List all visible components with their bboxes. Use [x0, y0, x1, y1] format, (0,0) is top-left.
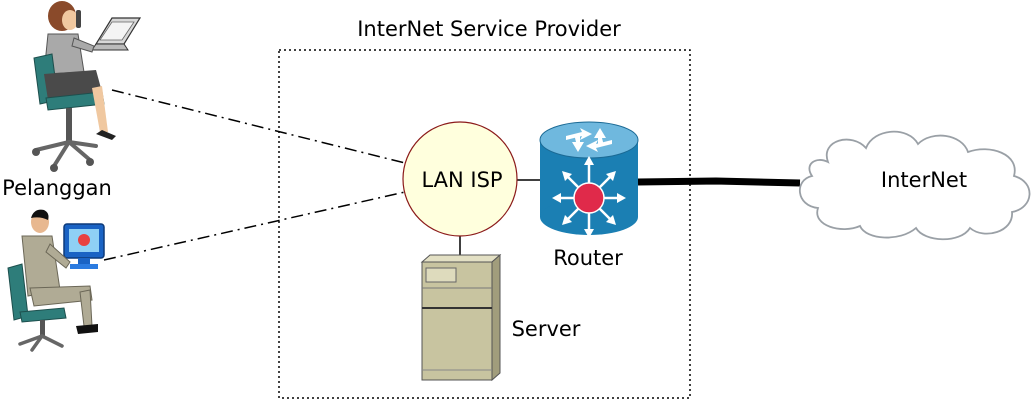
- link-customer-top-lan: [111, 89, 406, 164]
- internet-label: InterNet: [881, 168, 967, 192]
- isp-title: InterNet Service Provider: [357, 17, 621, 41]
- lan-isp-node: [402, 121, 518, 237]
- server-tower-icon: [420, 253, 502, 382]
- man-computer-icon: [7, 209, 105, 352]
- customers-label: Pelanggan: [2, 176, 112, 200]
- woman-laptop-phone-icon: [32, 1, 142, 172]
- link-router-internet: [637, 177, 801, 187]
- isp-boundary: [278, 49, 691, 399]
- router-label: Router: [553, 246, 623, 270]
- lan-isp-label: LAN ISP: [421, 168, 502, 192]
- server-label: Server: [512, 317, 581, 341]
- router-icon: [539, 121, 639, 238]
- cloud-icon: [798, 130, 1031, 241]
- link-customer-bottom-lan: [103, 191, 406, 261]
